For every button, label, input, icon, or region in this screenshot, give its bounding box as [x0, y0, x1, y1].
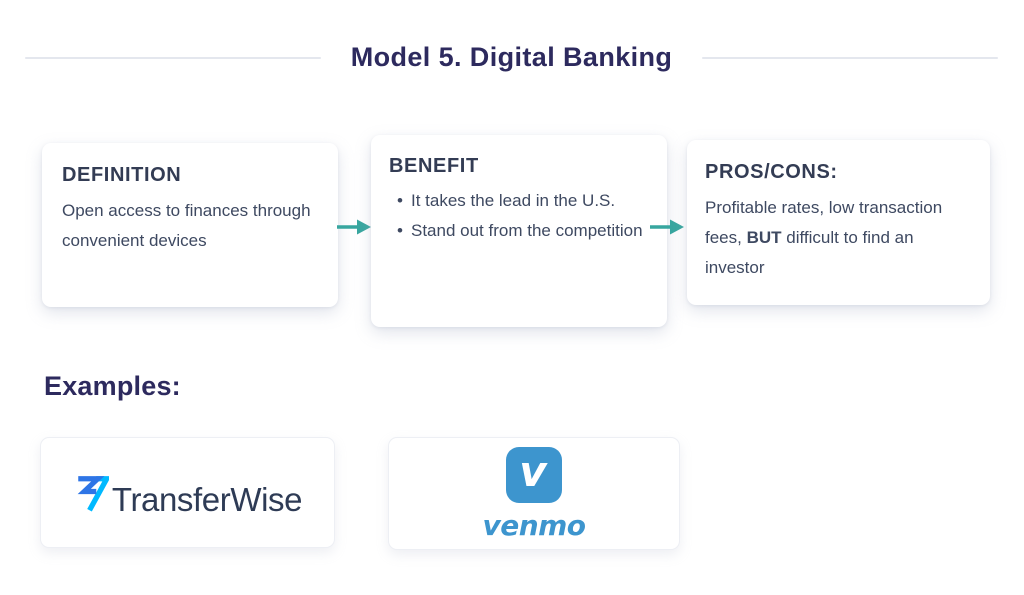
- bullet-dot: •: [397, 191, 403, 210]
- proscons-heading: PROS/CONS:: [705, 161, 838, 183]
- transferwise-wordmark: TransferWise: [111, 481, 303, 519]
- definition-body: Open access to finances through convenie…: [62, 201, 311, 250]
- venmo-v-icon: v: [506, 447, 562, 503]
- list-item: • It takes the lead in the U.S.: [389, 186, 649, 216]
- examples-heading: Examples:: [44, 371, 181, 401]
- venmo-v-letter: v: [519, 447, 547, 496]
- title-row: Model 5. Digital Banking: [25, 42, 999, 73]
- benefit-heading: BENEFIT: [389, 155, 479, 177]
- bullet-dot: •: [397, 221, 403, 240]
- venmo-wordmark: venmo: [482, 509, 586, 542]
- flow-arrow-icon: [650, 219, 684, 235]
- proscons-text-bold: BUT: [746, 228, 782, 247]
- venmo-logo-card: v venmo: [388, 437, 680, 550]
- transferwise-logo-card: TransferWise: [40, 437, 335, 548]
- title-divider-left: [25, 56, 321, 59]
- proscons-body: Profitable rates, low transaction fees, …: [705, 193, 972, 283]
- transferwise-fast-flag-icon: [77, 475, 109, 512]
- transferwise-logo: TransferWise: [73, 470, 302, 516]
- title-divider-right: [702, 56, 999, 59]
- benefit-bullet-text: It takes the lead in the U.S.: [411, 191, 616, 210]
- proscons-text-after: difficult to find an investor: [705, 228, 914, 277]
- benefit-bullet-text: Stand out from the competition: [411, 221, 643, 240]
- flow-arrow-icon: [337, 219, 371, 235]
- definition-heading: DEFINITION: [62, 164, 182, 186]
- proscons-card: PROS/CONS: Profitable rates, low transac…: [687, 140, 990, 305]
- benefit-card: BENEFIT • It takes the lead in the U.S. …: [371, 135, 667, 327]
- list-item: • Stand out from the competition: [389, 216, 649, 246]
- proscons-text-before: Profitable rates, low transaction fees,: [705, 198, 943, 247]
- definition-card: DEFINITION Open access to finances throu…: [42, 143, 338, 307]
- benefit-bullet-list: • It takes the lead in the U.S. • Stand …: [389, 186, 649, 246]
- page-title: Model 5. Digital Banking: [350, 42, 673, 72]
